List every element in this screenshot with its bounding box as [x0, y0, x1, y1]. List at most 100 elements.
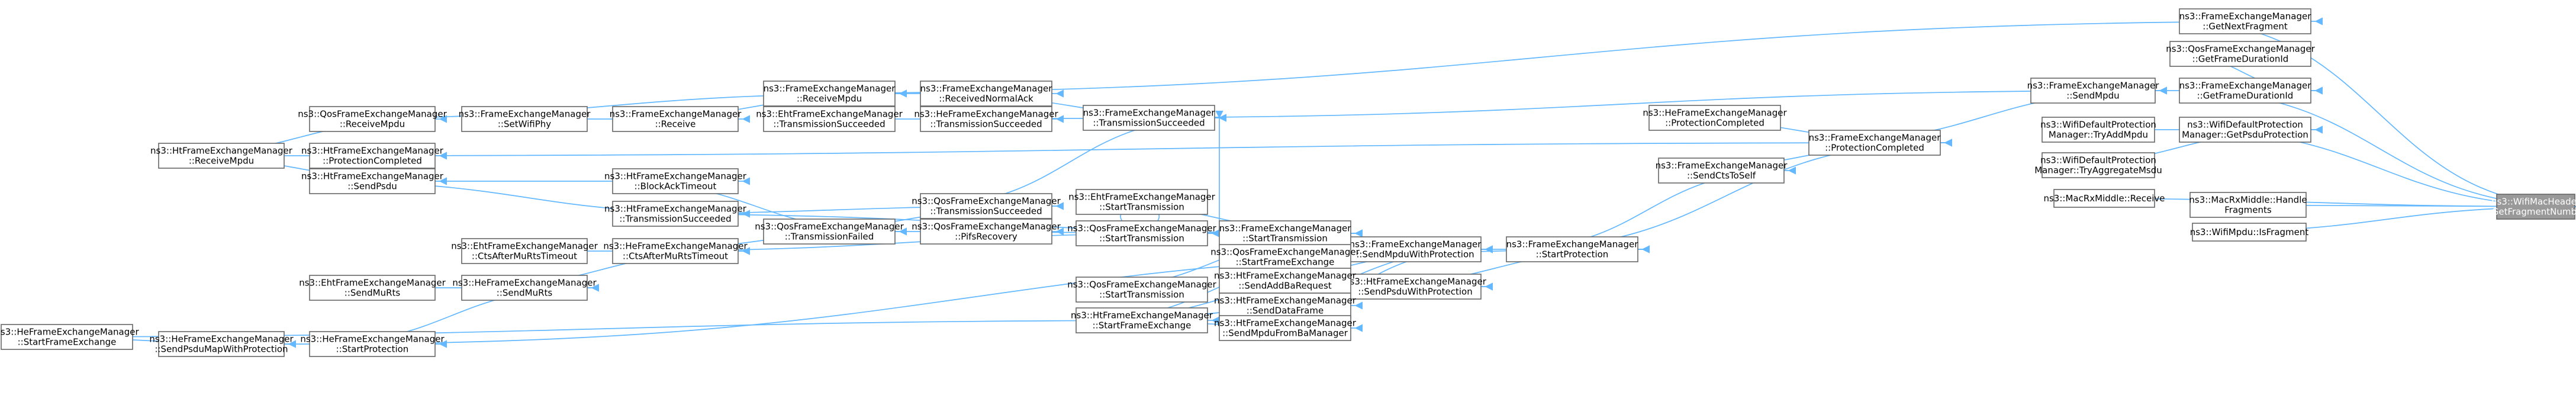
graph-node[interactable]: ns3::WifiDefaultProtectionManager::TryAg…	[2034, 152, 2162, 178]
node-label-line: ::TransmissionSucceeded	[619, 214, 731, 224]
graph-node[interactable]: ns3::HtFrameExchangeManager::SendAddBaRe…	[1214, 268, 1357, 294]
graph-node[interactable]: ns3::FrameExchangeManager::StartTransmis…	[1219, 220, 1352, 246]
graph-node[interactable]: ns3::HtFrameExchangeManager::SendMpduFro…	[1214, 315, 1357, 341]
node-box	[2042, 117, 2155, 143]
graph-node[interactable]: ns3::EhtFrameExchangeManager::SendMuRts	[299, 275, 446, 301]
node-label-line: ns3::HeFrameExchangeManager	[1643, 108, 1787, 118]
node-box	[1076, 189, 1208, 215]
graph-node[interactable]: ns3::HeFrameExchangeManager::CtsAfterMuR…	[603, 238, 748, 264]
graph-node[interactable]: ns3::HtFrameExchangeManager::Transmissio…	[604, 201, 747, 227]
node-label-line: ns3::EhtFrameExchangeManager	[451, 241, 598, 252]
graph-node[interactable]: ns3::FrameExchangeManager::SendMpdu	[2027, 78, 2160, 104]
node-box	[920, 193, 1052, 219]
node-label-line: ::ProtectionCompleted	[1665, 118, 1764, 128]
node-label-line: ns3::FrameExchangeManager	[1350, 239, 1482, 250]
node-label-line: ::SendAddBaRequest	[1238, 281, 1331, 291]
node-label-line: ::ProtectionCompleted	[323, 156, 422, 166]
graph-node[interactable]: ns3::HtFrameExchangeManager::ProtectionC…	[301, 143, 444, 169]
graph-node[interactable]: ns3::EhtFrameExchangeManager::StartTrans…	[1068, 189, 1216, 215]
graph-node[interactable]: ns3::QosFrameExchangeManager::StartTrans…	[1067, 277, 1217, 303]
node-label-line: ::GetFrameDurationId	[2192, 54, 2289, 65]
graph-node[interactable]: ns3::FrameExchangeManager::TransmissionS…	[1083, 105, 1216, 131]
graph-node[interactable]: ns3::HtFrameExchangeManager::SendPsduWit…	[1344, 274, 1487, 300]
graph-node[interactable]: ns3::WifiDefaultProtectionManager::TryAd…	[2040, 117, 2156, 143]
node-label-line: ::TransmissionFailed	[785, 232, 874, 242]
node-box	[1, 324, 133, 350]
node-label-line: ns3::QosFrameExchangeManager	[1067, 280, 1216, 290]
node-label-line: ns3::QosFrameExchangeManager	[755, 221, 904, 232]
graph-node[interactable]: ns3::HeFrameExchangeManager::Transmissio…	[914, 106, 1058, 132]
node-label-line: ns3::HtFrameExchangeManager	[1214, 318, 1357, 329]
graph-node[interactable]: ns3::QosFrameExchangeManager::StartTrans…	[1067, 220, 1217, 246]
node-box	[1219, 244, 1351, 270]
node-label-line: ::SetWifiPhy	[498, 119, 551, 130]
node-label-line: ns3::WifiDefaultProtection	[2187, 120, 2303, 130]
node-label-line: ::SendMuRts	[497, 288, 553, 298]
graph-node[interactable]: ns3::HtFrameExchangeManager::ReceiveMpdu	[150, 143, 293, 169]
edge-n_frecvmpdu-to-n_getnext	[763, 17, 2323, 94]
graph-node[interactable]: ns3::FrameExchangeManager::ProtectionCom…	[1808, 130, 1941, 156]
node-label-line: ns3::HeFrameExchangeManager	[300, 334, 445, 345]
graph-node[interactable]: ns3::HeFrameExchangeManager::StartFrameE…	[0, 324, 139, 350]
graph-node[interactable]: ns3::WifiMpdu::IsFragment	[2190, 223, 2309, 242]
graph-node[interactable]: ns3::FrameExchangeManager::SendMpduWithP…	[1349, 236, 1482, 262]
node-box	[920, 106, 1052, 132]
node-label-line: ns3::FrameExchangeManager	[2179, 81, 2312, 91]
node-label-line: ns3::FrameExchangeManager	[2027, 81, 2160, 91]
node-label-line: ::GetNextFragment	[2203, 21, 2288, 32]
graph-node[interactable]: ns3::FrameExchangeManager::SetWifiPhy	[459, 106, 591, 132]
node-box	[1658, 158, 1785, 184]
node-label-line: ::StartTransmission	[1099, 290, 1184, 300]
graph-node[interactable]: ns3::FrameExchangeManager::SendCtsToSelf	[1656, 158, 1788, 184]
graph-node[interactable]: ns3::FrameExchangeManager::ReceivedNorma…	[920, 81, 1053, 107]
graph-node[interactable]: ns3::FrameExchangeManager::GetFrameDurat…	[2179, 78, 2312, 104]
node-label-line: ::StartFrameExchange	[18, 337, 117, 348]
node-box	[920, 81, 1052, 107]
node-label-line: ns3::WifiDefaultProtection	[2040, 155, 2156, 166]
graph-node[interactable]: ns3::FrameExchangeManager::ReceiveMpdu	[763, 81, 896, 107]
node-label-line: ns3::EhtFrameExchangeManager	[1068, 192, 1215, 203]
graph-node[interactable]: ns3::QosFrameExchangeManager::ReceiveMpd…	[298, 106, 447, 132]
graph-node[interactable]: ns3::QosFrameExchangeManager::GetFrameDu…	[2166, 41, 2316, 67]
graph-node[interactable]: ns3::HtFrameExchangeManager::BlockAckTim…	[604, 168, 747, 194]
node-box	[2053, 189, 2155, 208]
node-label-line: ::CtsAfterMuRtsTimeout	[623, 251, 728, 262]
node-box	[2030, 78, 2156, 104]
node-box	[2179, 8, 2311, 34]
graph-node[interactable]: ns3::FrameExchangeManager::Receive	[610, 106, 742, 132]
node-label-line: ::StartFrameExchange	[1093, 320, 1192, 331]
graph-node[interactable]: ns3::WifiMacHeader::GetFragmentNumber	[2486, 194, 2576, 220]
graph-node[interactable]: ns3::QosFrameExchangeManager::Transmissi…	[912, 193, 1061, 219]
node-label-line: ::ProtectionCompleted	[1825, 143, 1924, 153]
node-label-line: ns3::MacRxMiddle::Handle	[2189, 195, 2307, 205]
node-label-line: ns3::FrameExchangeManager	[920, 83, 1053, 94]
graph-node[interactable]: ns3::MacRxMiddle::Receive	[2043, 189, 2165, 208]
node-label-line: ::TransmissionSucceeded	[1093, 118, 1205, 128]
node-label-line: ::ReceivedNormalAck	[939, 94, 1033, 104]
graph-node[interactable]: ns3::EhtFrameExchangeManager::Transmissi…	[756, 106, 903, 132]
graph-node[interactable]: ns3::HtFrameExchangeManager::SendPsdu	[301, 168, 444, 194]
graph-node[interactable]: ns3::HtFrameExchangeManager::SendDataFra…	[1214, 293, 1357, 319]
graph-node[interactable]: ns3::HeFrameExchangeManager::ProtectionC…	[1643, 105, 1787, 131]
node-label-line: ns3::EhtFrameExchangeManager	[756, 109, 903, 120]
node-box	[612, 201, 739, 227]
graph-node[interactable]: ns3::HtFrameExchangeManager::StartFrameE…	[1071, 307, 1213, 333]
graph-node[interactable]: ns3::WifiDefaultProtectionManager::GetPs…	[2179, 117, 2311, 143]
graph-node[interactable]: ns3::QosFrameExchangeManager::StartFrame…	[1210, 244, 1360, 270]
node-box	[2179, 78, 2311, 104]
graph-node[interactable]: ns3::HeFrameExchangeManager::StartProtec…	[300, 331, 445, 357]
node-box	[2169, 41, 2311, 67]
graph-node[interactable]: ns3::EhtFrameExchangeManager::CtsAfterMu…	[451, 238, 598, 264]
graph-node[interactable]: ns3::HeFrameExchangeManager::SendPsduMap…	[149, 331, 294, 357]
node-label-line: ::TransmissionSucceeded	[930, 119, 1042, 130]
graph-node[interactable]: ns3::HeFrameExchangeManager::SendMuRts	[452, 275, 597, 301]
graph-node[interactable]: ns3::FrameExchangeManager::GetNextFragme…	[2179, 8, 2312, 34]
node-label-line: ns3::QosFrameExchangeManager	[912, 221, 1061, 232]
node-label-line: ns3::FrameExchangeManager	[1809, 133, 1941, 143]
node-label-line: ::SendMuRts	[344, 288, 401, 298]
graph-node[interactable]: ns3::QosFrameExchangeManager::PifsRecove…	[912, 219, 1061, 245]
graph-node[interactable]: ns3::QosFrameExchangeManager::Transmissi…	[755, 219, 904, 245]
graph-node[interactable]: ns3::FrameExchangeManager::StartProtecti…	[1506, 236, 1639, 262]
